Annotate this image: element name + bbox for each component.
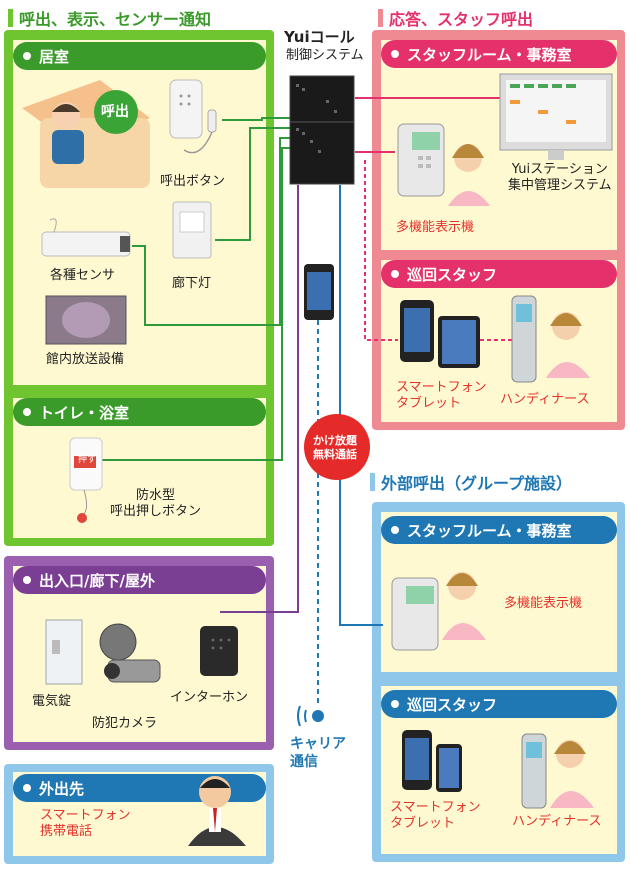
brand-logo: Yuiコール <box>284 28 355 46</box>
patrol-pill: 巡回スタッフ <box>381 260 617 288</box>
unlimited-badge-text: かけ放題無料通話 <box>313 434 357 461</box>
push-label: 押す <box>78 455 97 465</box>
ext-smartphone-label: スマートフォンタブレット <box>390 800 481 832</box>
ext-patrol-pill: 巡回スタッフ <box>381 690 617 718</box>
ext-multi-function-phone <box>391 577 439 651</box>
yui-station-label: Yuiステーション集中管理システム <box>508 162 612 194</box>
staff-woman-2 <box>546 312 590 378</box>
pink-connection-lines <box>355 97 500 153</box>
ext-multi-display-label: 多機能表示機 <box>504 596 583 611</box>
patrol-smartphone-label: スマートフォンタブレット <box>396 380 487 412</box>
brand-subtitle: 制御システム <box>286 48 364 63</box>
purple-connection-line <box>220 185 299 613</box>
camera-label: 防犯カメラ <box>92 716 158 731</box>
staff-woman-1 <box>448 144 490 206</box>
controller-box <box>289 75 355 185</box>
ext-handy-label: ハンディナース <box>512 814 602 829</box>
carrier-signal-icon <box>297 705 324 727</box>
staff-room-pill: スタッフルーム・事務室 <box>381 40 617 68</box>
ext-staff-woman-2 <box>550 740 594 808</box>
right-header: 応答、スタッフ呼出 <box>378 6 533 30</box>
external-header: 外部呼出（グループ施設） <box>370 470 572 494</box>
outside-devices-label: スマートフォン携帯電話 <box>40 808 131 840</box>
ext-staff-pill: スタッフルーム・事務室 <box>381 516 617 544</box>
left-header: 呼出、表示、センサー通知 <box>8 6 211 30</box>
security-camera-illustration <box>99 623 161 683</box>
call-bubble-text: 呼出 <box>101 104 129 120</box>
lock-label: 電気錠 <box>32 694 72 709</box>
pa-label: 館内放送設備 <box>46 352 125 367</box>
intercom-label: インターホン <box>170 690 249 705</box>
intercom-device <box>200 626 238 676</box>
green-connection-lines <box>100 117 290 461</box>
room-pill: 居室 <box>13 42 266 70</box>
waterproof-button-label: 防水型呼出押しボタン <box>110 488 202 520</box>
hall-light-label: 廊下灯 <box>172 276 212 291</box>
patrol-handy-label: ハンディナース <box>500 392 590 407</box>
multi-display-label: 多機能表示機 <box>396 220 475 235</box>
blue-connection-line <box>339 185 383 626</box>
pink-dashed-lines <box>364 160 512 341</box>
sensor-device <box>41 231 131 257</box>
carrier-label: キャリア通信 <box>290 736 346 770</box>
ext-staff-woman-1 <box>442 572 486 640</box>
outside-person-illustration <box>188 776 246 846</box>
multi-function-phone <box>397 123 445 197</box>
sensors-label: 各種センサ <box>50 268 116 283</box>
entrance-pill: 出入口/廊下/屋外 <box>13 566 266 594</box>
call-button-label: 呼出ボタン <box>160 174 226 189</box>
call-bubble-shape <box>94 90 138 134</box>
electric-lock-device <box>45 619 83 685</box>
call-button-device <box>169 79 203 139</box>
toilet-pill: トイレ・浴室 <box>13 398 266 426</box>
unlimited-badge-shape <box>304 414 370 480</box>
